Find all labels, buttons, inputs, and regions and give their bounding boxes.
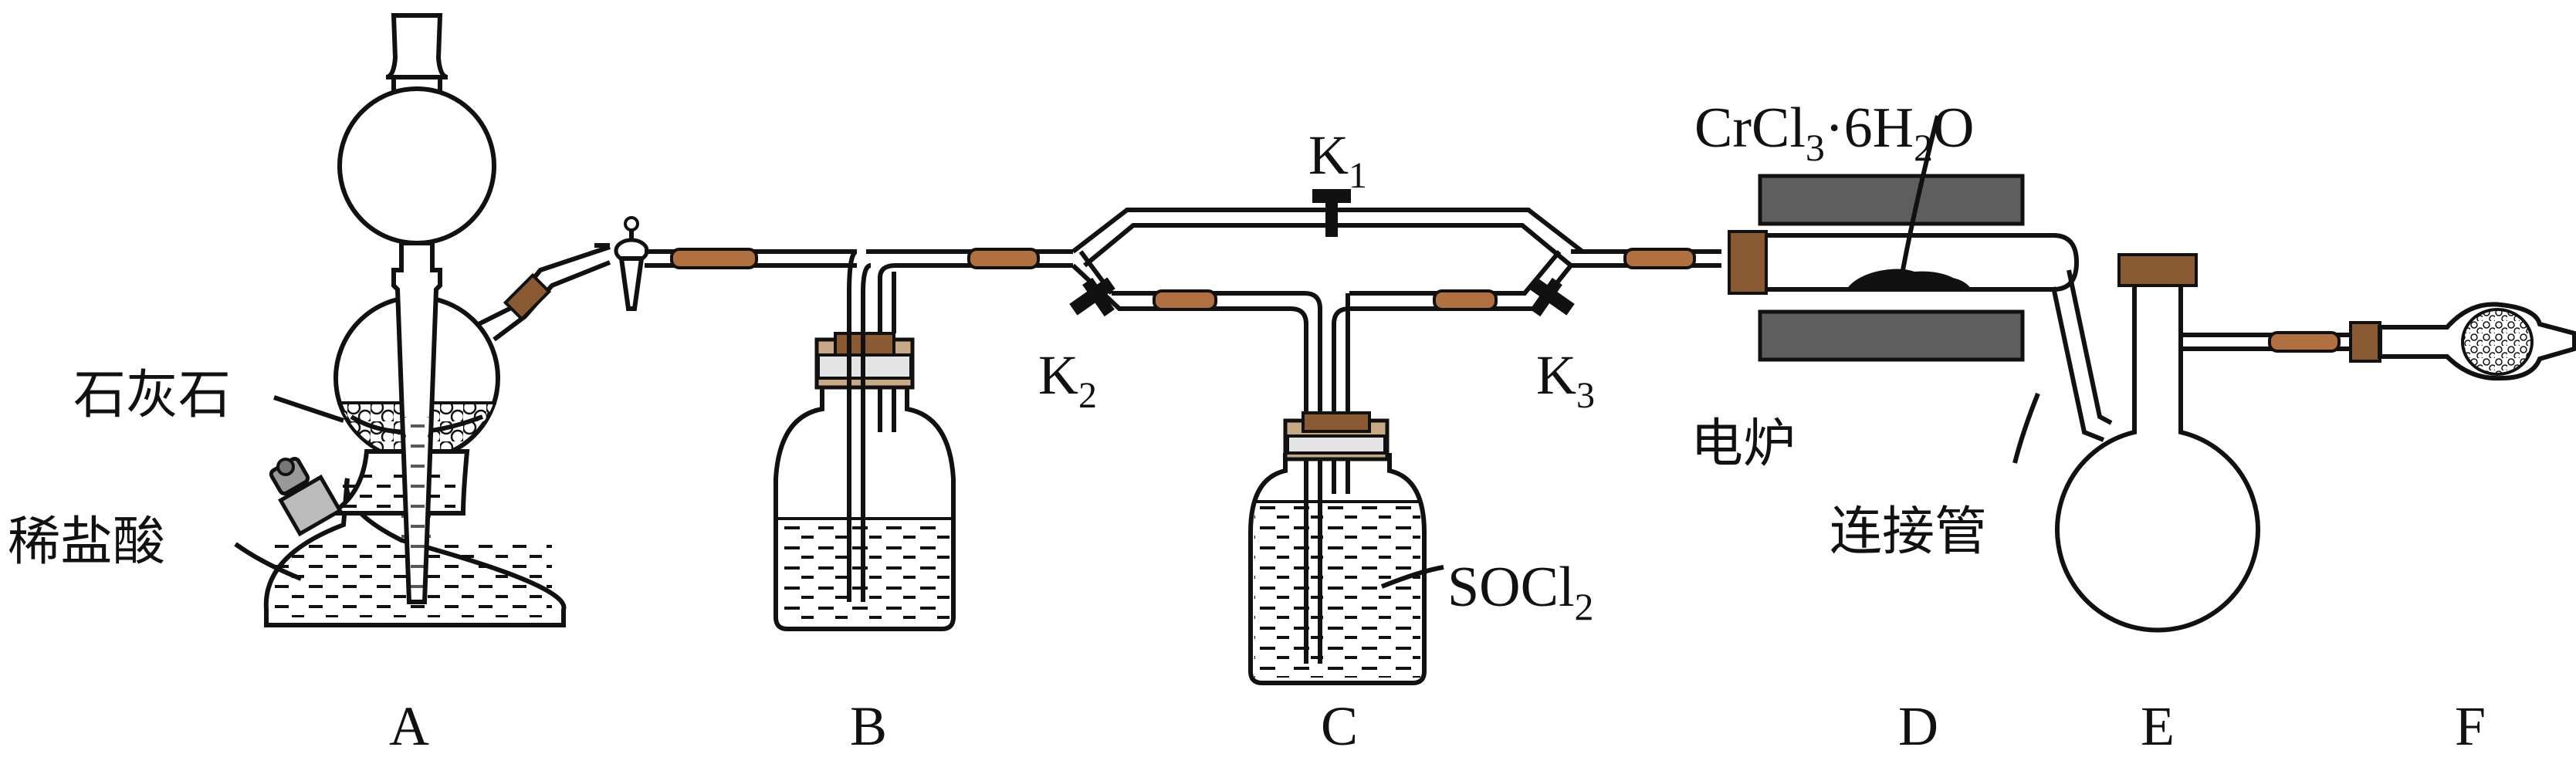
apparatus-e-flask [2055, 253, 2354, 633]
reaction-tube [1742, 233, 2080, 292]
k3-clamp[interactable] [1528, 277, 1575, 317]
crcl3-sample [1845, 269, 1972, 292]
kipp-outlet [477, 216, 649, 342]
connecting-tube-leader [2012, 392, 2040, 464]
label-e: E [2141, 695, 2175, 757]
label-limestone: 石灰石 [73, 365, 231, 426]
k1-clamp[interactable] [1312, 189, 1351, 237]
label-a: A [389, 695, 429, 757]
label-electric-furnace: 电炉 [1691, 414, 1796, 475]
label-socl2: SOCl2 [1447, 556, 1594, 628]
k2-clamp[interactable] [1069, 277, 1115, 317]
flask-e-stopper [2117, 253, 2198, 287]
apparatus-c-socl2-bottle [1248, 411, 1444, 685]
label-connecting-tube: 连接管 [1830, 502, 1987, 563]
bottle-c-stopper [1302, 411, 1371, 433]
flask-e-body [2055, 276, 2260, 633]
label-c: C [1321, 695, 1358, 757]
label-k3: K3 [1536, 344, 1595, 416]
labels: 石灰石 稀盐酸 K1 K2 K3 SOCl2 CrCl3·6H2O 电炉 连接管… [8, 96, 2486, 757]
label-k1: K1 [1308, 124, 1367, 196]
bottle-c-liquid [1254, 502, 1420, 678]
label-crcl3-6h2o: CrCl3·6H2O [1694, 96, 1974, 169]
furnace-top-heater [1758, 174, 2025, 226]
tube-b-to-manifold [895, 248, 1073, 269]
label-f: F [2455, 695, 2486, 757]
reaction-tube-stopper [1728, 230, 1768, 295]
tube-a-to-b [645, 248, 857, 269]
apparatus-f-drying-tube [2349, 302, 2576, 381]
drying-agent [2461, 308, 2534, 376]
manifold [1069, 189, 1584, 432]
socl2-leader [1380, 565, 1444, 589]
kipp-drain-plug [269, 456, 343, 537]
label-k2: K2 [1038, 344, 1097, 416]
kipp-funnel-top [385, 13, 449, 79]
label-dilute-hcl: 稀盐酸 [8, 512, 165, 573]
crcl3-leader [1901, 115, 1940, 271]
apparatus-b-wash-bottle [773, 249, 973, 631]
furnace-bottom-heater [1758, 309, 2025, 362]
label-d: D [1898, 695, 1938, 757]
apparatus-d-tube-furnace [1728, 115, 2113, 464]
tube-manifold-to-d [1571, 248, 1721, 269]
apparatus-a-kipp-generator [263, 13, 649, 627]
kipp-funnel-bulb [337, 86, 496, 245]
label-b: B [850, 695, 887, 757]
